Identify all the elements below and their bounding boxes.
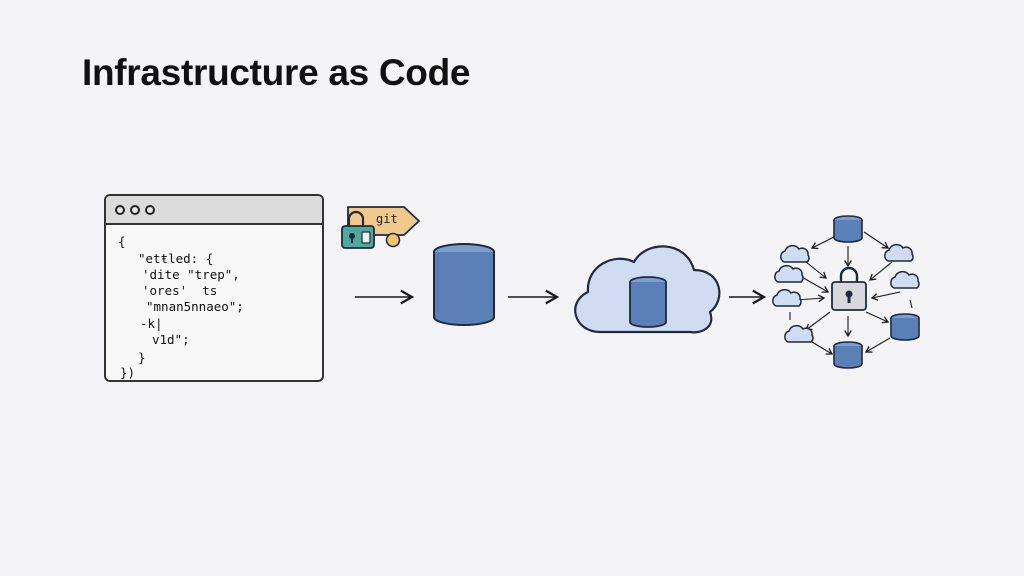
- code-editor-window: { "etŧled: { 'dite "trep", 'ores' ts "mn…: [104, 194, 324, 382]
- code-line: -k|: [140, 316, 163, 331]
- database-icon: [433, 243, 495, 326]
- git-tag-label: git: [376, 212, 398, 226]
- code-line: }): [120, 365, 136, 380]
- code-line: "mnan5nnaeo";: [146, 299, 244, 314]
- secure-network-cluster: [772, 215, 920, 369]
- code-line: {: [118, 234, 126, 249]
- page-title: Infrastructure as Code: [82, 52, 471, 93]
- code-line: 'ores' ts: [142, 283, 218, 298]
- window-dot-icon: [115, 204, 125, 215]
- code-line: 'dite "trep",: [142, 267, 240, 282]
- window-dot-icon: [145, 204, 155, 215]
- window-titlebar: [106, 196, 322, 225]
- code-line: v1d";: [152, 332, 190, 347]
- database-icon: [629, 276, 667, 328]
- window-dot-icon: [130, 204, 140, 215]
- code-line: "etŧled: {: [138, 251, 214, 266]
- padlock-icon: [831, 266, 867, 311]
- padlock-icon: [341, 210, 375, 249]
- code-line: }: [138, 350, 146, 365]
